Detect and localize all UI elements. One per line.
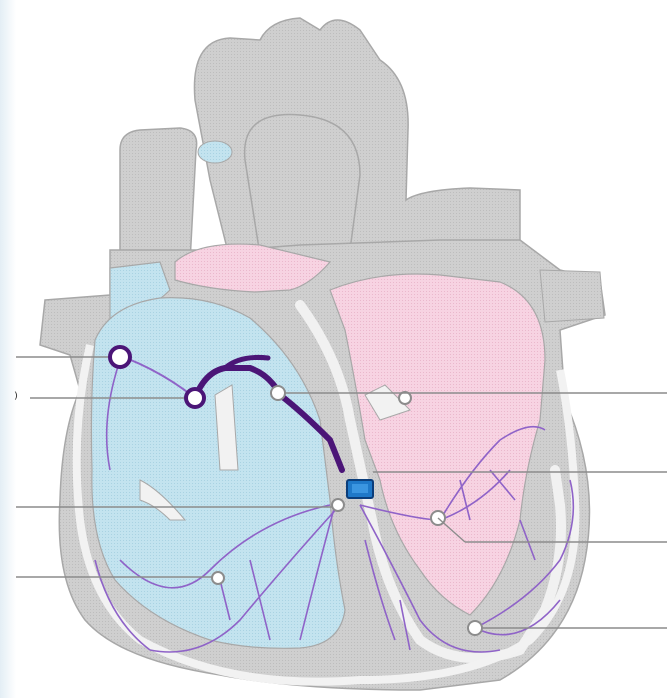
junction-node-circle-icon [271, 386, 285, 400]
av-node-circle-icon [186, 389, 204, 407]
left-partial-mark: ⁾ [14, 389, 18, 408]
sa-node-circle-icon [110, 347, 130, 367]
marker-inner-highlight [352, 484, 368, 493]
aortic-node-circle-icon [399, 392, 411, 404]
pulmonary-vein-stub-right [540, 270, 604, 322]
pulmonary-trunk [245, 115, 360, 255]
vessel-opening-blue [198, 141, 232, 163]
valve-node-circle-icon [212, 572, 224, 584]
apex-node-circle-icon [468, 621, 482, 635]
superior-vena-cava [120, 128, 197, 262]
septal-node-circle-icon [332, 499, 344, 511]
